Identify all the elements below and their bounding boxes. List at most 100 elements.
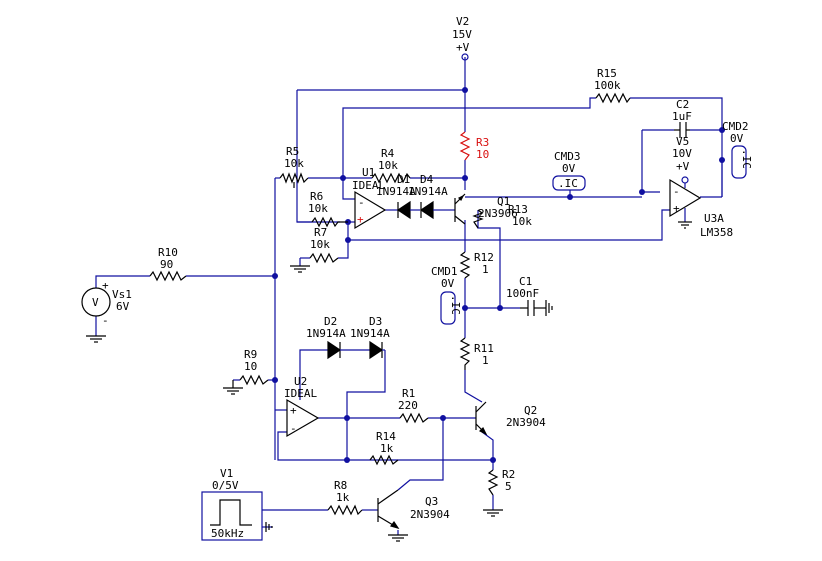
u2-plus: + [290,404,297,417]
r14-value: 1k [380,442,394,455]
resistor-r11: R11 1 [459,337,494,370]
transistor-q1: Q1 2N3906 [454,193,518,225]
r6-ref: R6 [310,190,323,203]
cmd3-ref: CMD3 [554,150,581,163]
resistor-r2: R2 5 [483,468,515,517]
resistor-r3: R3 10 [459,131,489,161]
cmd1-ref: CMD1 [431,265,458,278]
v2-pin: +V [456,41,470,54]
r6-value: 10k [308,202,328,215]
c1-value: 100nF [506,287,539,300]
r12-ref: R12 [474,251,494,264]
c2-ref: C2 [676,98,689,111]
r2-value: 5 [505,480,512,493]
capacitor-c2: C2 1uF [672,98,692,138]
vs1-symbol: V [92,296,99,309]
cmd1-value: 0V [441,277,455,290]
d4-ref: D4 [420,173,434,186]
r3-value: 10 [476,148,489,161]
c1-ref: C1 [519,275,532,288]
u2-value: IDEAL [284,387,317,400]
u1-minus: - [358,196,365,209]
vs1-value: 6V [116,300,130,313]
d1-ref: D1 [397,173,410,186]
r10-ref: R10 [158,246,178,259]
r14-ref: R14 [376,430,396,443]
resistor-r6: R6 10k [308,190,348,228]
cmd1-ic: CMD1 0V .IC [431,265,462,325]
c2-value: 1uF [672,110,692,123]
v5-pin: +V [676,160,690,173]
q2-value: 2N3904 [506,416,546,429]
d3-value: 1N914A [350,327,390,340]
q1-ref: Q1 [497,195,510,208]
r11-value: 1 [482,354,489,367]
cmd2-tag: .IC [740,149,753,169]
d4-value: 1N914A [408,185,448,198]
r15-value: 100k [594,79,621,92]
r2-ref: R2 [502,468,515,481]
q3-value: 2N3904 [410,508,450,521]
opamp-u1: - + U1 IDEAL [352,166,387,230]
diode-d2: D2 1N914A [306,315,370,360]
u1-value: IDEAL [352,179,385,192]
r12-value: 1 [482,263,489,276]
r11-ref: R11 [474,342,494,355]
diode-d1: D1 1N914A [376,173,420,220]
cmd3-ic: CMD3 0V .IC [552,150,586,197]
resistor-r7: R7 10k [290,226,339,273]
r1-ref: R1 [402,387,415,400]
v2-ref: V2 [456,15,469,28]
r13-value: 10k [512,215,532,228]
u2-minus: - [290,422,297,435]
resistor-r13: R13 10k [472,203,532,229]
r10-value: 90 [160,258,173,271]
q3-ref: Q3 [425,495,438,508]
resistor-r8: R8 1k [327,479,363,516]
v1-ref: V1 [220,467,233,480]
v5-supply: V5 10V +V [672,135,692,188]
r15-ref: R15 [597,67,617,80]
resistor-r9: R9 10 [223,348,269,395]
v2-value: 15V [452,28,472,41]
vs1-minus: - [102,314,109,327]
opamp-u3a: - + U3A LM358 [669,178,733,239]
u1-ref: U1 [362,166,375,179]
v1-freq: 50kHz [211,527,244,540]
r9-ref: R9 [244,348,257,361]
r4-ref: R4 [381,147,395,160]
r5-ref: R5 [286,145,299,158]
cmd3-tag: .IC [558,177,578,190]
capacitor-c1: C1 100nF [506,275,553,316]
q1-value: 2N3906 [478,207,518,220]
v1-value: 0/5V [212,479,239,492]
u1-plus: + [357,213,364,226]
diode-d3: D3 1N914A [350,315,390,360]
resistor-r5: R5 10k [279,145,309,188]
r7-ref: R7 [314,226,327,239]
r8-ref: R8 [334,479,347,492]
vs1-ref: Vs1 [112,288,132,301]
resistor-r15: R15 100k [594,67,631,104]
resistor-r1: R1 220 [398,387,429,424]
diode-d4: D4 1N914A [408,173,448,220]
voltage-source-vs1: V + - Vs1 6V [81,279,132,343]
r8-value: 1k [336,491,350,504]
r7-value: 10k [310,238,330,251]
pulse-source-v1: V1 0/5V 50kHz [201,467,273,541]
r13-ref: R13 [508,203,528,216]
cmd2-ref: CMD2 [722,120,749,133]
u2-ref: U2 [294,375,307,388]
d1-value: 1N914A [376,185,416,198]
u3a-value: LM358 [700,226,733,239]
cmd1-tag: .IC [449,295,462,315]
opamp-u2: + - U2 IDEAL [284,375,320,438]
cmd2-ic: CMD2 0V .IC [722,120,753,179]
d3-ref: D3 [369,315,382,328]
r3-ref: R3 [476,136,489,149]
transistor-q3: Q3 2N3904 [377,489,450,542]
u3a-minus: - [673,185,680,198]
transistor-q2: Q2 2N3904 [475,401,546,436]
d2-ref: D2 [324,315,337,328]
